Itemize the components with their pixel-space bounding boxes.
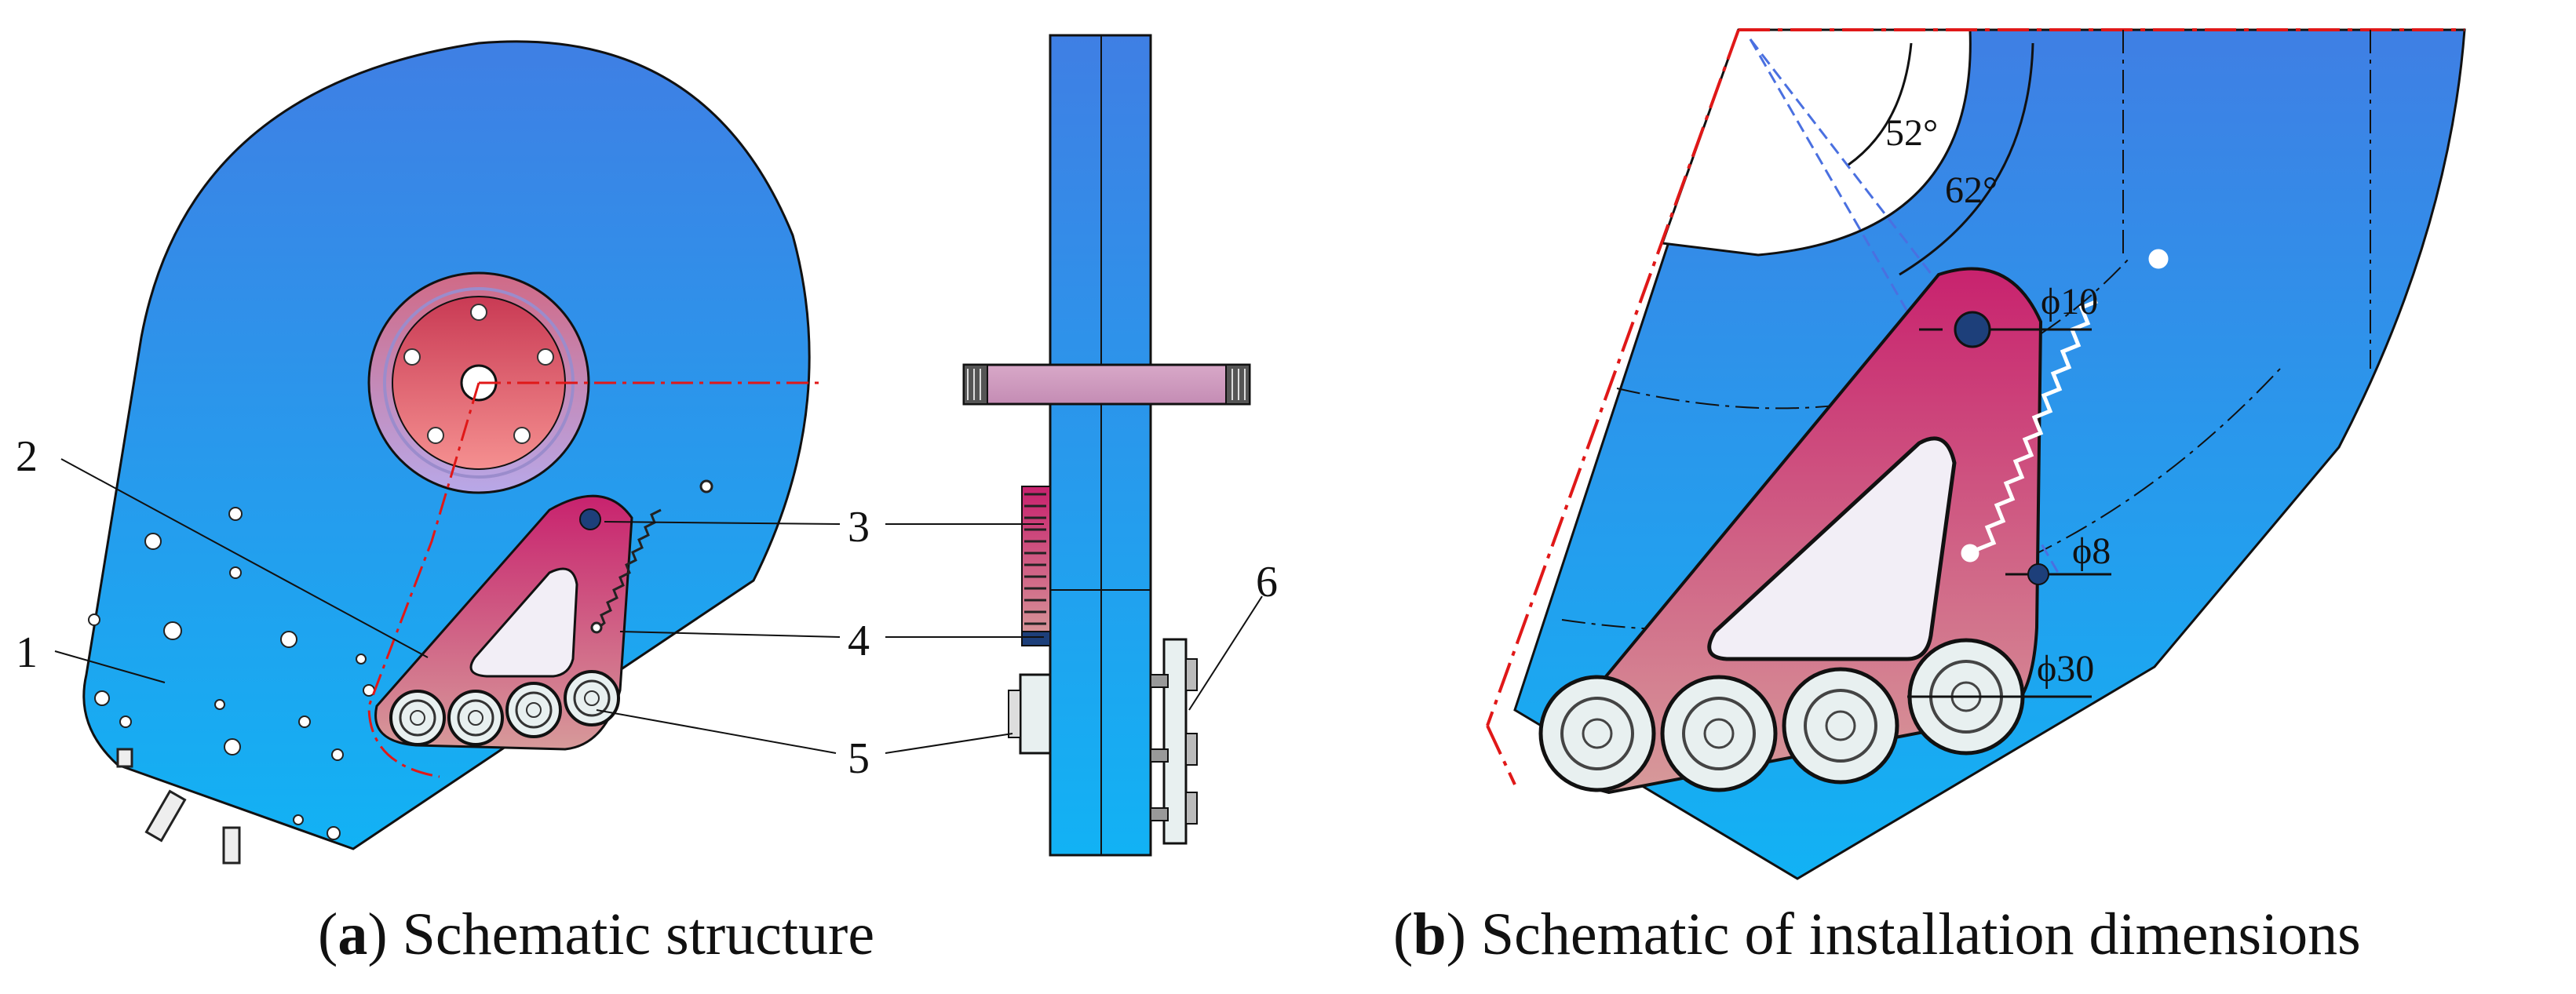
arm-window: [469, 567, 578, 678]
caption-b: (b) Schematic of installation dimensions: [1393, 901, 2361, 979]
dimension-labels: 52° 62° ϕ10 ϕ8 ϕ30: [1885, 112, 2111, 690]
section-lines: [1486, 28, 2465, 785]
spring: [590, 479, 713, 634]
bottom-bolts: [116, 748, 241, 865]
caption-a-open: (: [318, 901, 338, 967]
angle-52-label: 52°: [1885, 112, 1938, 154]
mounting-holes: [88, 507, 375, 840]
callout-6: 6: [1256, 558, 1278, 606]
caption-a-text: ) Schematic structure: [367, 901, 875, 967]
side-spring: [1021, 486, 1051, 646]
rollers-b: [1538, 638, 2025, 792]
hole-phi10-label: ϕ10: [2041, 281, 2098, 322]
callout-2: 2: [16, 432, 38, 481]
caption-a: (a) Schematic structure: [318, 901, 874, 979]
pivot-hole-detail: [1954, 311, 1991, 348]
roller: [447, 690, 504, 746]
hub-cutout: [1660, 28, 1972, 257]
roller-phi30-label: ϕ30: [2037, 648, 2094, 690]
bracket: [1150, 638, 1198, 845]
roller: [389, 690, 446, 746]
roller: [1660, 675, 1778, 792]
angle-arcs: [1848, 42, 2034, 276]
caption-b-letter: b: [1413, 901, 1447, 967]
pivot-hole: [579, 508, 601, 530]
panel-b: 52° 62° ϕ10 ϕ8 ϕ30: [1486, 28, 2466, 880]
roller: [564, 670, 620, 726]
leader-lines: [54, 458, 1263, 754]
spring-anchor-hole: [2027, 563, 2049, 585]
centerlines-a: [367, 381, 824, 778]
shaft: [962, 363, 1251, 406]
roller: [1538, 675, 1656, 792]
roller: [505, 682, 562, 738]
hole-phi8-label: ϕ8: [2072, 530, 2111, 572]
caption-a-letter: a: [338, 901, 368, 967]
callout-4: 4: [848, 617, 870, 665]
callout-3: 3: [848, 503, 870, 552]
callout-labels: 1 2 3 4 5 6: [16, 432, 1278, 783]
arm-window-detail: [1707, 436, 1957, 661]
panel-a-side-view: [962, 34, 1251, 857]
caption-b-open: (: [1393, 901, 1414, 967]
dimension-lines: [1907, 328, 2111, 698]
side-roller: [1008, 673, 1052, 755]
panel-a-front-view: [82, 40, 824, 865]
angle-62-label: 62°: [1945, 169, 1998, 211]
callout-1: 1: [16, 628, 38, 677]
spring-detail: [1961, 249, 2169, 563]
roller: [1782, 667, 1899, 785]
caption-b-text: ) Schematic of installation dimensions: [1446, 901, 2361, 967]
callout-5: 5: [848, 734, 870, 783]
